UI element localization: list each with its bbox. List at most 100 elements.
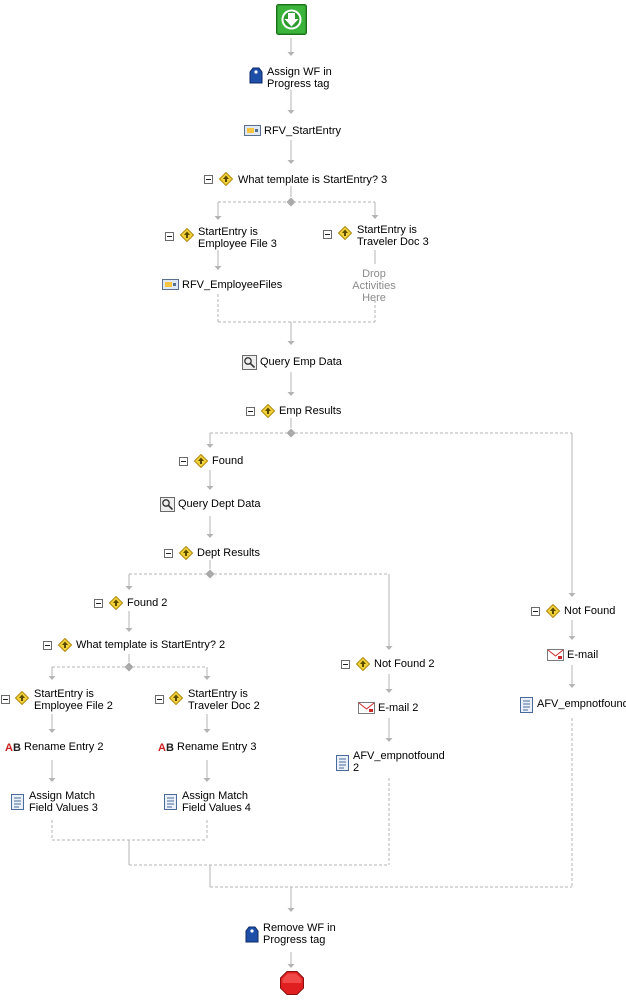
condition-icon — [193, 453, 209, 469]
connector-arrow — [371, 215, 379, 219]
found-branch[interactable]: Found — [212, 455, 244, 467]
start-icon[interactable] — [276, 4, 307, 35]
connector-arrow — [287, 341, 295, 345]
connector-arrow — [206, 486, 214, 490]
connector-arrow — [568, 593, 576, 597]
condition-icon — [218, 171, 234, 187]
connector-arrow — [48, 729, 56, 733]
connector-arrow — [125, 586, 133, 590]
query-icon — [160, 497, 175, 512]
not-found-branch[interactable]: Not Found — [564, 605, 616, 617]
tag-icon — [249, 67, 263, 84]
connector-arrow — [287, 964, 295, 968]
condition-icon — [14, 690, 30, 706]
collapse-toggle[interactable] — [94, 599, 103, 608]
assign-field-icon — [164, 794, 177, 810]
not-found-2-branch[interactable]: Not Found 2 — [374, 658, 435, 670]
email-2[interactable]: E-mail 2 — [378, 702, 419, 714]
email-icon — [547, 649, 564, 661]
connector-arrow — [203, 729, 211, 733]
connector-arrow — [214, 266, 222, 270]
connector-arrow — [48, 676, 56, 680]
email-icon — [358, 702, 375, 714]
collapse-toggle[interactable] — [531, 607, 540, 616]
connector-arrow — [214, 216, 222, 220]
connector-arrow — [568, 684, 576, 688]
assign-field-icon — [11, 794, 24, 810]
condition-icon — [108, 595, 124, 611]
afv-empnotfound[interactable]: AFV_empnotfound — [537, 698, 626, 710]
email[interactable]: E-mail — [567, 649, 599, 661]
query-icon — [242, 355, 257, 370]
connector-arrow — [206, 534, 214, 538]
stop-icon[interactable] — [280, 971, 304, 995]
collapse-toggle[interactable] — [246, 407, 255, 416]
condition-icon — [260, 403, 276, 419]
retrieve-field-icon — [244, 125, 261, 136]
connector-arrow — [568, 636, 576, 640]
connector-arrow — [206, 444, 214, 448]
condition-icon — [168, 690, 184, 706]
connector-arrow — [287, 110, 295, 114]
assign-field-icon — [520, 697, 533, 713]
found-2-branch[interactable]: Found 2 — [127, 597, 168, 609]
condition-start-entry-2[interactable]: What template is StartEntry? 2 — [76, 639, 226, 651]
connector-arrow — [385, 689, 393, 693]
connector-arrow — [48, 778, 56, 782]
connector-arrow — [385, 646, 393, 650]
query-emp-data[interactable]: Query Emp Data — [260, 356, 342, 368]
rfv-start-entry[interactable]: RFV_StartEntry — [264, 125, 342, 137]
connector-arrow — [287, 52, 295, 56]
condition-start-entry-3[interactable]: What template is StartEntry? 3 — [238, 174, 388, 186]
query-dept-data[interactable]: Query Dept Data — [178, 498, 261, 510]
connector-arrow — [125, 628, 133, 632]
collapse-toggle[interactable] — [204, 175, 213, 184]
collapse-toggle[interactable] — [165, 232, 174, 241]
svg-text:A: A — [158, 742, 166, 754]
condition-icon — [355, 656, 371, 672]
dept-results[interactable]: Dept Results — [197, 547, 260, 559]
connector-arrow — [287, 160, 295, 164]
connector-arrow — [287, 392, 295, 396]
rename-entry-2[interactable]: Rename Entry 2 — [24, 741, 104, 753]
connector-arrow — [385, 738, 393, 742]
retrieve-field-icon — [162, 279, 179, 290]
collapse-toggle[interactable] — [155, 695, 164, 704]
assign-field-icon — [336, 755, 349, 771]
rename-entry-3[interactable]: Rename Entry 3 — [177, 741, 257, 753]
connector-arrow — [203, 778, 211, 782]
condition-icon — [178, 545, 194, 561]
svg-text:B: B — [13, 742, 21, 754]
collapse-toggle[interactable] — [164, 549, 173, 558]
collapse-toggle[interactable] — [1, 695, 10, 704]
collapse-toggle[interactable] — [179, 457, 188, 466]
condition-icon — [57, 637, 73, 653]
condition-icon — [337, 225, 353, 241]
collapse-toggle[interactable] — [43, 641, 52, 650]
condition-icon — [179, 227, 195, 243]
tag-icon — [245, 926, 259, 943]
condition-icon — [545, 603, 561, 619]
svg-text:B: B — [166, 742, 174, 754]
rfv-employee-files[interactable]: RFV_EmployeeFiles — [182, 279, 283, 291]
connector-arrow — [287, 908, 295, 912]
collapse-toggle[interactable] — [341, 660, 350, 669]
svg-text:A: A — [5, 742, 13, 754]
emp-results[interactable]: Emp Results — [279, 405, 342, 417]
connector-arrow — [203, 676, 211, 680]
collapse-toggle[interactable] — [323, 230, 332, 239]
